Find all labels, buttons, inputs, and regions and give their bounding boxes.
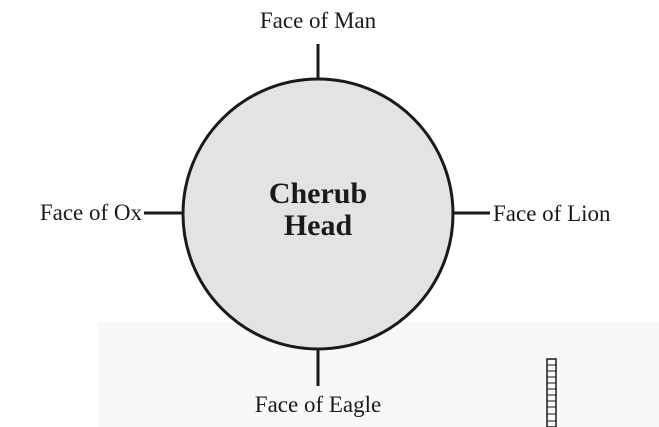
- face-of-ox-label: Face of Ox: [39, 200, 142, 225]
- cherub-head-circle: [181, 77, 455, 351]
- center-title: Cherub Head: [248, 178, 388, 242]
- center-title-line1: Cherub: [268, 177, 368, 210]
- face-of-eagle-label: Face of Eagle: [254, 392, 382, 417]
- background-panel: [98, 322, 659, 427]
- face-of-lion-label: Face of Lion: [493, 201, 611, 226]
- vertical-scale-icon: [546, 358, 557, 427]
- face-of-man-label: Face of Man: [259, 8, 377, 33]
- center-title-line2: Head: [283, 209, 353, 242]
